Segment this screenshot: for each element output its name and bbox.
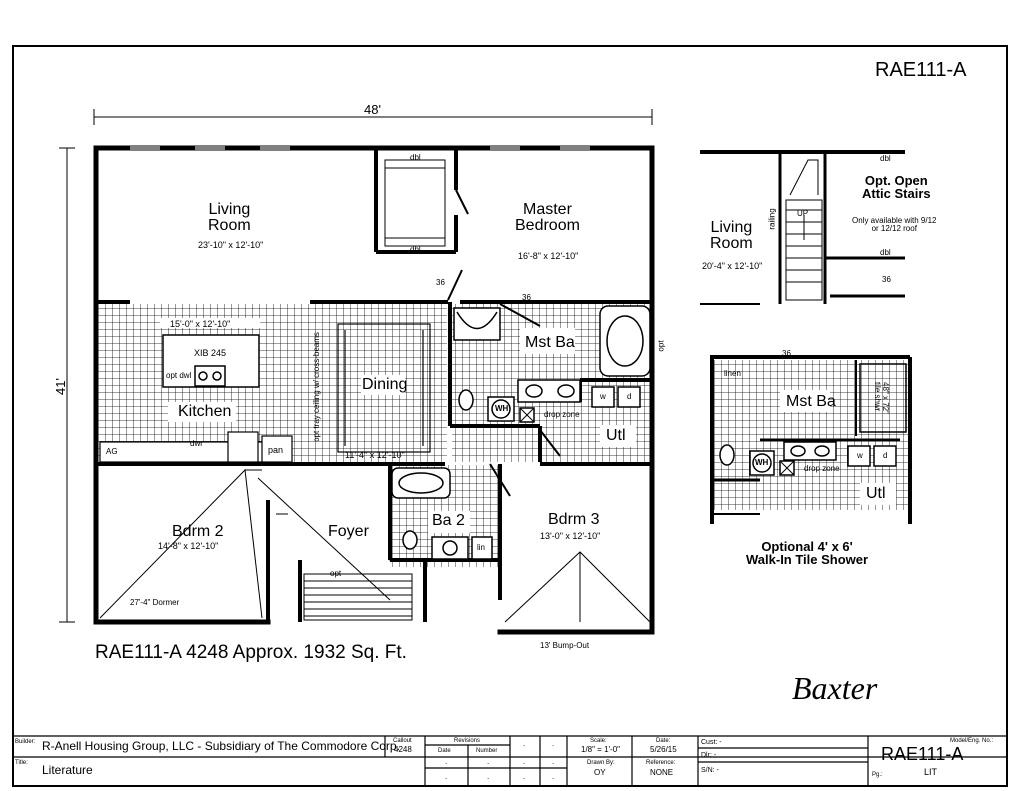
tb-callout: 4248 (394, 745, 412, 754)
drop-zone-label: drop zone (544, 410, 580, 419)
tb-drawn: OY (594, 768, 606, 777)
bedroom3-name: Bdrm 3 (548, 511, 600, 528)
washer-label: w (600, 392, 606, 401)
master-bedroom-dim: 16'-8" x 12'-10" (518, 251, 579, 261)
tray-ceiling-label: opt tray ceiling w/ cross-beams (311, 332, 321, 442)
overall-width-label: 48' (364, 102, 381, 117)
bedroom3-dim: 13'-0" x 12'-10" (540, 531, 601, 541)
master-bath-name: Mst Ba (525, 334, 575, 351)
tb-dot-3: . (445, 757, 448, 766)
shower-option-caption: Optional 4' x 6' Walk-In Tile Shower (746, 539, 869, 567)
dbl-closet-top: dbl (410, 153, 421, 162)
kitchen-dim: 15'-0" x 12'-10" (170, 319, 231, 329)
shower-utl-name: Utl (866, 485, 886, 502)
attic-option-note: Only available with 9/12 or 12/12 roof (852, 216, 937, 233)
attic-option-title: Opt. Open Attic Stairs (862, 173, 931, 201)
shower-dryer-label: d (883, 451, 888, 460)
tb-dot-1: . (523, 739, 526, 748)
kitchen-name: Kitchen (178, 403, 232, 420)
attic-up-label: UP (797, 209, 809, 218)
dbl-closet-bottom: dbl (410, 245, 421, 254)
tb-callout-label: Callout (393, 738, 412, 744)
opt-stair-label: opt (330, 569, 342, 578)
tb-sn-label: S/N: - (701, 767, 719, 774)
water-heater-label: WH (495, 404, 509, 413)
master-bedroom-name: Master Bedroom (515, 201, 580, 234)
utility-name: Utl (606, 427, 626, 444)
tb-model-label: Model/Eng. No.: (950, 738, 994, 744)
opt-side-label: opt (656, 340, 666, 352)
tb-cust-label: Cust: - (701, 739, 722, 746)
tb-dot-8: . (487, 772, 490, 781)
ag-label: AG (106, 447, 118, 456)
tb-dot-4: . (487, 757, 490, 766)
tile-shower-label: 48" x 72" tile shwr (872, 382, 890, 414)
tb-pg: LIT (924, 767, 938, 777)
tb-scale-label: Scale: (590, 738, 607, 744)
tb-title-label: Title: (15, 760, 28, 766)
opt-dwl-label: opt dwl (166, 371, 192, 380)
island-label: XIB 245 (194, 348, 227, 358)
attic-living-dim: 20'-4" x 12'-10" (702, 261, 763, 271)
tb-dot-5: . (523, 757, 526, 766)
attic-dbl-b: dbl (880, 248, 891, 257)
bedroom2-dim: 14'-8" x 12'-10" (158, 541, 219, 551)
bath2-name: Ba 2 (432, 512, 465, 529)
door-36-b: 36 (522, 293, 531, 302)
shower-washer-label: w (857, 451, 863, 460)
tb-model: RAE111-A (881, 744, 964, 764)
dining-name: Dining (362, 376, 408, 393)
tb-title: Literature (42, 763, 93, 777)
model-code-top: RAE111-A (875, 59, 967, 81)
shower-drop-zone-label: drop zone (804, 464, 840, 473)
pantry-label: pan (268, 445, 284, 455)
attic-36: 36 (882, 275, 891, 284)
door-36-a: 36 (436, 278, 445, 287)
model-name: Baxter (792, 670, 878, 706)
tb-dot-6: . (552, 757, 555, 766)
tb-date: 5/26/15 (650, 745, 677, 754)
dormer-label: 27'-4" Dormer (130, 598, 180, 607)
bedroom2-name: Bdrm 2 (172, 523, 224, 540)
linen-label: lin (477, 543, 486, 552)
tb-pg-label: Pg.: (872, 772, 883, 778)
attic-dbl-a: dbl (880, 154, 891, 163)
shower-36-label: 36 (782, 349, 791, 358)
living-room-name: Living Room (208, 201, 251, 234)
tb-date-col: Date (438, 748, 451, 754)
tb-dot-2: . (552, 739, 555, 748)
foyer-name: Foyer (328, 523, 369, 540)
tb-ref: NONE (650, 768, 674, 777)
living-room-dim: 23'-10" x 12'-10" (198, 240, 264, 250)
bumpout-label: 13' Bump-Out (540, 641, 590, 650)
tb-dlr-label: Dlr: - (701, 752, 717, 759)
tb-ref-label: Reference: (646, 760, 676, 766)
tb-dot-9: . (523, 772, 526, 781)
overall-depth-label: 41' (52, 378, 68, 395)
tb-revisions-label: Revisions (454, 738, 481, 744)
shower-linen-label: linen (724, 369, 741, 378)
tb-number-col: Number (476, 748, 498, 754)
shower-wh-label: WH (755, 458, 769, 467)
plan-caption: RAE111-A 4248 Approx. 1932 Sq. Ft. (95, 642, 407, 663)
attic-railing-label: railing (767, 208, 777, 230)
tb-builder-label: Builder: (15, 739, 36, 745)
tb-builder: R-Anell Housing Group, LLC - Subsidiary … (42, 739, 400, 753)
attic-living-name: Living Room (710, 219, 753, 252)
dryer-label: d (627, 392, 632, 401)
tb-dot-10: . (552, 772, 555, 781)
shower-mstba-name: Mst Ba (786, 393, 836, 410)
tb-date-label: Date: (656, 738, 671, 744)
tb-scale: 1/8" = 1'-0" (581, 745, 621, 754)
dining-dim: 11'-4" x 12'-10" (345, 450, 405, 460)
dwr-label: dwr (190, 439, 203, 448)
tb-dot-7: . (445, 772, 448, 781)
tb-drawn-label: Drawn By: (587, 760, 615, 766)
